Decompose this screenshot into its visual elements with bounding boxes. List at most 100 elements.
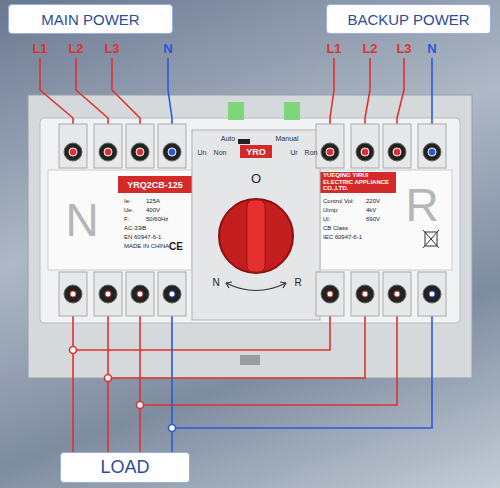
terminal-cell [158, 272, 186, 316]
terminal-dot [393, 148, 401, 156]
green-tab [228, 102, 244, 120]
label-text: 50/60Hz [146, 216, 168, 222]
label-text: 4kV [366, 207, 376, 213]
label-text: 400V [146, 207, 160, 213]
terminal-cell [418, 272, 446, 316]
junction-dot [70, 347, 77, 354]
label-text: L2 [68, 42, 83, 55]
label-text: Ron [305, 149, 318, 156]
label-text: YRO [246, 148, 266, 157]
label-text: MADE IN CHINA [124, 243, 169, 249]
terminal-dot [362, 291, 368, 297]
label-text: 125A [146, 198, 160, 204]
label-text: L1 [326, 42, 341, 55]
mount-slot [240, 355, 260, 365]
box-text: BACKUP POWER [347, 11, 469, 28]
label-text: O [251, 172, 261, 185]
load-wire [139, 298, 141, 452]
label-text: YUEQING YIRUI ELECTRIC APPLIANCE CO.,LTD… [323, 172, 395, 192]
model-band [118, 176, 192, 193]
right-panel [320, 170, 452, 270]
terminal-screw [356, 143, 374, 161]
terminal-dot [394, 291, 400, 297]
terminal-dot [168, 148, 176, 156]
label-text: 690V [366, 216, 380, 222]
junction-dot [105, 375, 112, 382]
terminal-dot [105, 291, 111, 297]
terminal-screw [64, 285, 82, 303]
handle-grip [247, 200, 265, 272]
label-text: Ie: [124, 198, 131, 204]
label-text: Ue: [124, 207, 133, 213]
label-text: Manual [276, 135, 299, 142]
junction-dot [169, 425, 176, 432]
label-text: CB Class [323, 225, 348, 231]
wires [40, 58, 432, 452]
logo-badge [240, 145, 272, 158]
terminal-cell [418, 124, 446, 168]
junction-dot [137, 402, 144, 409]
terminal-screw [423, 143, 441, 161]
switch-center [192, 130, 320, 320]
label-text: AC-33iB [124, 225, 146, 231]
terminal-dot [361, 148, 369, 156]
terminal-dot [69, 148, 77, 156]
terminal-screw [131, 285, 149, 303]
left-panel [48, 170, 192, 270]
label-text: L3 [396, 42, 411, 55]
switch-body [40, 118, 460, 323]
terminal-screw [163, 285, 181, 303]
label-text: L3 [104, 42, 119, 55]
terminal-cell [316, 124, 344, 168]
terminal-dot [429, 291, 435, 297]
terminal-screw [388, 143, 406, 161]
terminal-dot [104, 148, 112, 156]
arc-heads [226, 282, 286, 288]
label-text: Un [198, 149, 207, 156]
terminal-screw [321, 143, 339, 161]
terminals [59, 124, 446, 316]
terminal-cell [351, 272, 379, 316]
terminal-cell [94, 272, 122, 316]
label-text: IEC 60947-6-1 [323, 234, 362, 240]
load-wire [172, 298, 432, 428]
terminal-cell [59, 124, 87, 168]
terminal-screw [388, 285, 406, 303]
terminal-screw [356, 285, 374, 303]
terminal-screw [423, 285, 441, 303]
green-tab [284, 102, 300, 120]
mounting-plate [28, 95, 472, 378]
label-text: CE [169, 242, 183, 252]
terminal-screw [99, 143, 117, 161]
terminal-cell [316, 272, 344, 316]
label-text: Ur [290, 149, 297, 156]
load-wire [72, 298, 74, 452]
handle-knob [219, 199, 293, 273]
terminal-cell [158, 124, 186, 168]
terminal-screw [131, 143, 149, 161]
terminal-cell [126, 124, 154, 168]
terminal-cell [383, 124, 411, 168]
terminal-screw [99, 285, 117, 303]
box-text: MAIN POWER [41, 11, 139, 28]
label-box: MAIN POWER [8, 4, 173, 34]
weee-cross [423, 230, 439, 248]
label-box: LOAD [60, 452, 190, 483]
label-text: R [405, 182, 438, 228]
label-text: R [294, 278, 301, 288]
label-text: Ui: [323, 216, 330, 222]
mode-slider [238, 139, 250, 144]
label-text: EN 60947-6-1 [124, 234, 161, 240]
label-text: Auto [221, 135, 235, 142]
terminal-cell [94, 124, 122, 168]
label-text: N [163, 42, 172, 55]
terminal-screw [321, 285, 339, 303]
terminal-dot [327, 291, 333, 297]
terminal-cell [351, 124, 379, 168]
terminal-dot [136, 148, 144, 156]
terminal-cell [59, 272, 87, 316]
terminal-screw [163, 143, 181, 161]
label-text: Uimp: [323, 207, 339, 213]
label-text: L2 [362, 42, 377, 55]
